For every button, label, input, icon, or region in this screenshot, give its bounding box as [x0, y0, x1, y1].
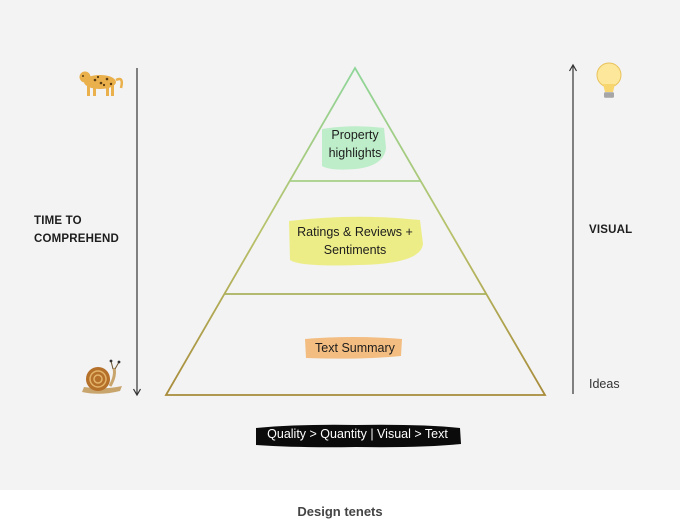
tier-property-highlights: Property highlights [305, 126, 405, 162]
time-to-comprehend-label: TIME TO COMPREHEND [34, 212, 119, 248]
summary-highlight-mark [305, 337, 402, 359]
tier-text-summary: Text Summary [295, 339, 415, 357]
pyramid-diagram [79, 62, 622, 448]
ratings-highlight-mark [289, 216, 423, 266]
tier-property-line1: Property [331, 128, 379, 142]
tier-ratings-reviews: Ratings & Reviews + Sentiments [280, 223, 430, 259]
snail-icon [82, 359, 122, 394]
tier-ratings-line1: Ratings & Reviews + [297, 225, 413, 239]
leopard-icon [79, 71, 124, 96]
figure-caption: Design tenets [297, 504, 383, 519]
time-to-comprehend-line1: TIME TO [34, 215, 82, 227]
tenets-marker [256, 424, 461, 448]
time-to-comprehend-line2: COMPREHEND [34, 233, 120, 245]
property-highlight-mark [322, 126, 386, 170]
pyramid-outline [164, 66, 547, 396]
lightbulb-icon [596, 62, 622, 98]
tier-property-line2: highlights [328, 146, 382, 160]
design-tenets-statement: Quality > Quantity | Visual > Text [267, 427, 448, 441]
tier-ratings-line2: Sentiments [323, 243, 387, 257]
tier-summary-line1: Text Summary [315, 341, 395, 355]
right-axis-arrowhead [568, 63, 578, 72]
ideas-label: Ideas [589, 377, 620, 391]
left-axis-arrowhead [132, 388, 142, 397]
visual-label: VISUAL [589, 224, 633, 236]
